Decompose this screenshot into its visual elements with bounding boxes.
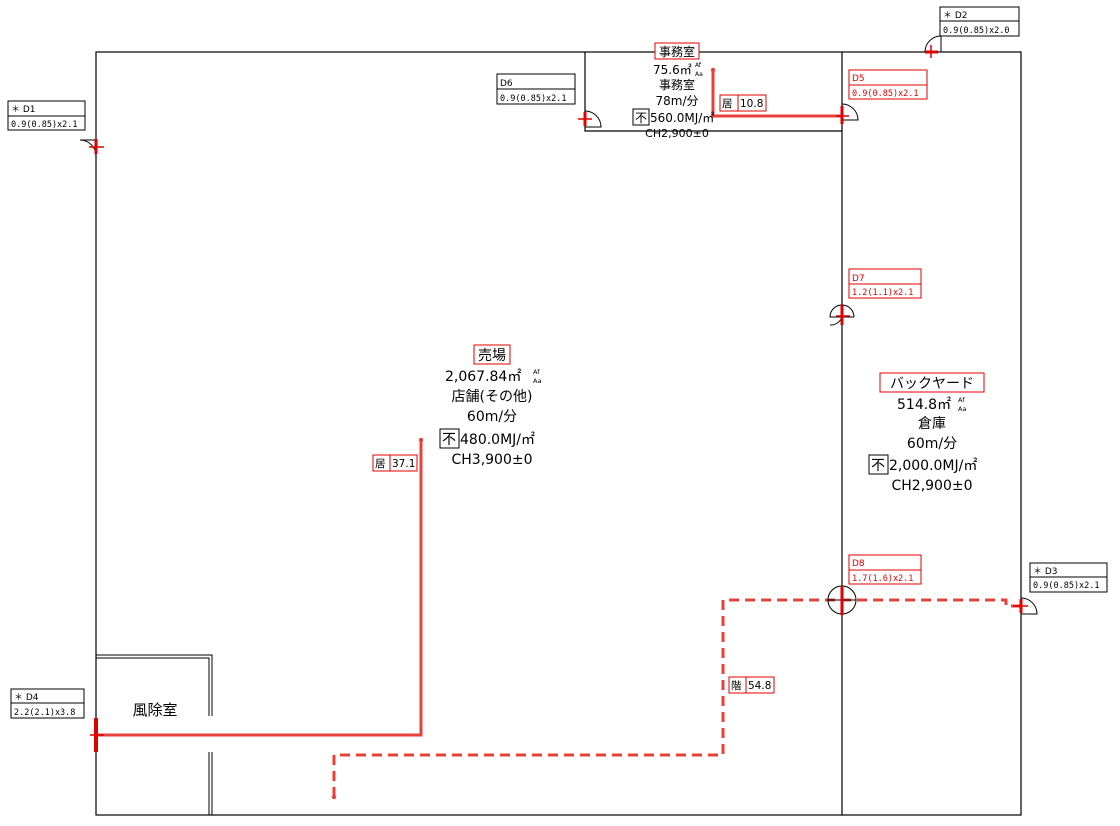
door-d7-label: D7 1.2(1.1)x2.1 (848, 268, 922, 299)
room-backyard-fire-mark: 不 (871, 458, 885, 474)
room-office-fire-load: 560.0MJ/㎡ (650, 111, 714, 125)
room-sales-area: 2,067.84㎡ (445, 369, 521, 385)
door-d8-size: 1.7(1.6)x2.1 (852, 574, 913, 584)
room-sales-ceiling: CH3,900±0 (451, 452, 532, 468)
room-sales-fire-load: 480.0MJ/㎡ (460, 432, 535, 448)
room-backyard-area: 514.8㎡ (897, 397, 951, 413)
door-d2-symbol (924, 35, 942, 58)
room-office-fire-mark: 不 (635, 111, 647, 125)
sales-route-line (96, 440, 423, 737)
door-d3-size: 0.9(0.85)x2.1 (1033, 581, 1100, 591)
door-d6-size: 0.9(0.85)x2.1 (500, 94, 567, 104)
door-d4-size: 2.2(2.1)x3.8 (14, 708, 75, 718)
stair-route-length: 54.8 (748, 680, 771, 692)
room-backyard-area-sub: Aa (958, 405, 966, 413)
evacuation-routes (96, 67, 1021, 800)
walls (95, 51, 1022, 816)
office-route-line (711, 70, 842, 118)
office-route-length: 10.8 (740, 98, 763, 110)
door-d4-label: ＊ D4 2.2(2.1)x3.8 (10, 688, 85, 719)
stair-route-line (332, 598, 1021, 797)
office-wall (584, 52, 842, 132)
outer-wall (95, 51, 1022, 816)
room-backyard-speed: 60m/分 (907, 436, 957, 452)
room-backyard-fire-load: 2,000.0MJ/㎡ (889, 458, 977, 474)
sales-route-length: 37.1 (392, 458, 415, 470)
room-office-ceiling: CH2,900±0 (645, 127, 709, 140)
room-backyard-use: 倉庫 (918, 415, 946, 432)
door-d2-label: ＊ D2 0.9(0.85)x2.0 (939, 6, 1020, 37)
room-sales-info: 売場 2,067.84㎡ Af Aa 店舗(その他) 60m/分 不 480.0… (439, 344, 541, 468)
door-d6-label: D6 0.9(0.85)x2.1 (496, 73, 576, 105)
room-backyard-name: バックヤード (890, 376, 974, 392)
room-sales-fire-mark: 不 (442, 432, 456, 448)
door-d3-label: ＊ D3 0.9(0.85)x2.1 (1029, 562, 1108, 593)
room-office-use: 事務室 (659, 77, 695, 92)
door-labels: ＊ D1 0.9(0.85)x2.1 ＊ D2 0.9(0.85)x2.0 D6… (7, 6, 1108, 719)
room-backyard-ceiling: CH2,900±0 (891, 478, 972, 494)
door-d1-label: ＊ D1 0.9(0.85)x2.1 (7, 100, 86, 131)
route-labels: 居 37.1 居 10.8 階 54.8 (372, 94, 775, 694)
sales-route-mark: 居 (375, 458, 386, 470)
door-d4-id: ＊ D4 (14, 693, 39, 703)
door-d8-label: D8 1.7(1.6)x2.1 (848, 554, 922, 585)
door-d2-size: 0.9(0.85)x2.0 (943, 26, 1010, 36)
office-route-label: 居 10.8 (719, 94, 767, 112)
stair-route-label: 階 54.8 (728, 676, 775, 694)
room-windbreak-name: 風除室 (132, 701, 177, 719)
room-office-area: 75.6㎡ (653, 63, 692, 77)
door-d1-size: 0.9(0.85)x2.1 (11, 120, 78, 130)
door-symbols (79, 35, 1038, 752)
door-d3-symbol (1013, 597, 1038, 615)
room-office-area-sup: Af (695, 62, 702, 69)
door-d1-id: ＊ D1 (11, 105, 36, 115)
door-d8-id: D8 (852, 559, 865, 569)
door-d5-label: D5 0.9(0.85)x2.1 (848, 69, 928, 100)
room-sales-area-sup: Af (533, 368, 540, 376)
door-d6-symbol (578, 110, 602, 128)
door-d2-id: ＊ D2 (943, 11, 968, 21)
door-d6-id: D6 (500, 79, 513, 89)
sales-route-label: 居 37.1 (372, 454, 418, 472)
door-d8-symbol (827, 585, 857, 615)
windbreak-wall (96, 654, 213, 716)
door-d4-symbol (90, 718, 104, 752)
office-route-mark: 居 (722, 98, 733, 110)
door-d7-size: 1.2(1.1)x2.1 (852, 288, 913, 298)
stair-route-mark: 階 (731, 680, 742, 692)
room-sales-area-sub: Aa (533, 377, 541, 385)
door-d7-id: D7 (852, 274, 865, 284)
door-d7-symbol (829, 304, 855, 326)
room-sales-speed: 60m/分 (467, 409, 517, 425)
room-office-speed: 78m/分 (655, 94, 698, 108)
room-backyard-area-sup: Af (958, 396, 965, 404)
room-sales-use: 店舗(その他) (452, 389, 533, 405)
door-d3-id: ＊ D3 (1033, 567, 1058, 577)
room-sales-name: 売場 (478, 348, 506, 364)
room-office-info: 事務室 75.6㎡ Af Aa 事務室 78m/分 不 560.0MJ/㎡ CH… (632, 42, 714, 140)
room-backyard-info: バックヤード 514.8㎡ Af Aa 倉庫 60m/分 不 2,000.0MJ… (868, 372, 985, 494)
door-d5-symbol (836, 103, 859, 124)
room-office-name: 事務室 (659, 44, 695, 59)
room-office-area-sub: Aa (695, 71, 703, 78)
door-d5-size: 0.9(0.85)x2.1 (852, 89, 919, 99)
door-d5-id: D5 (852, 74, 865, 84)
door-d1-symbol (79, 139, 104, 157)
